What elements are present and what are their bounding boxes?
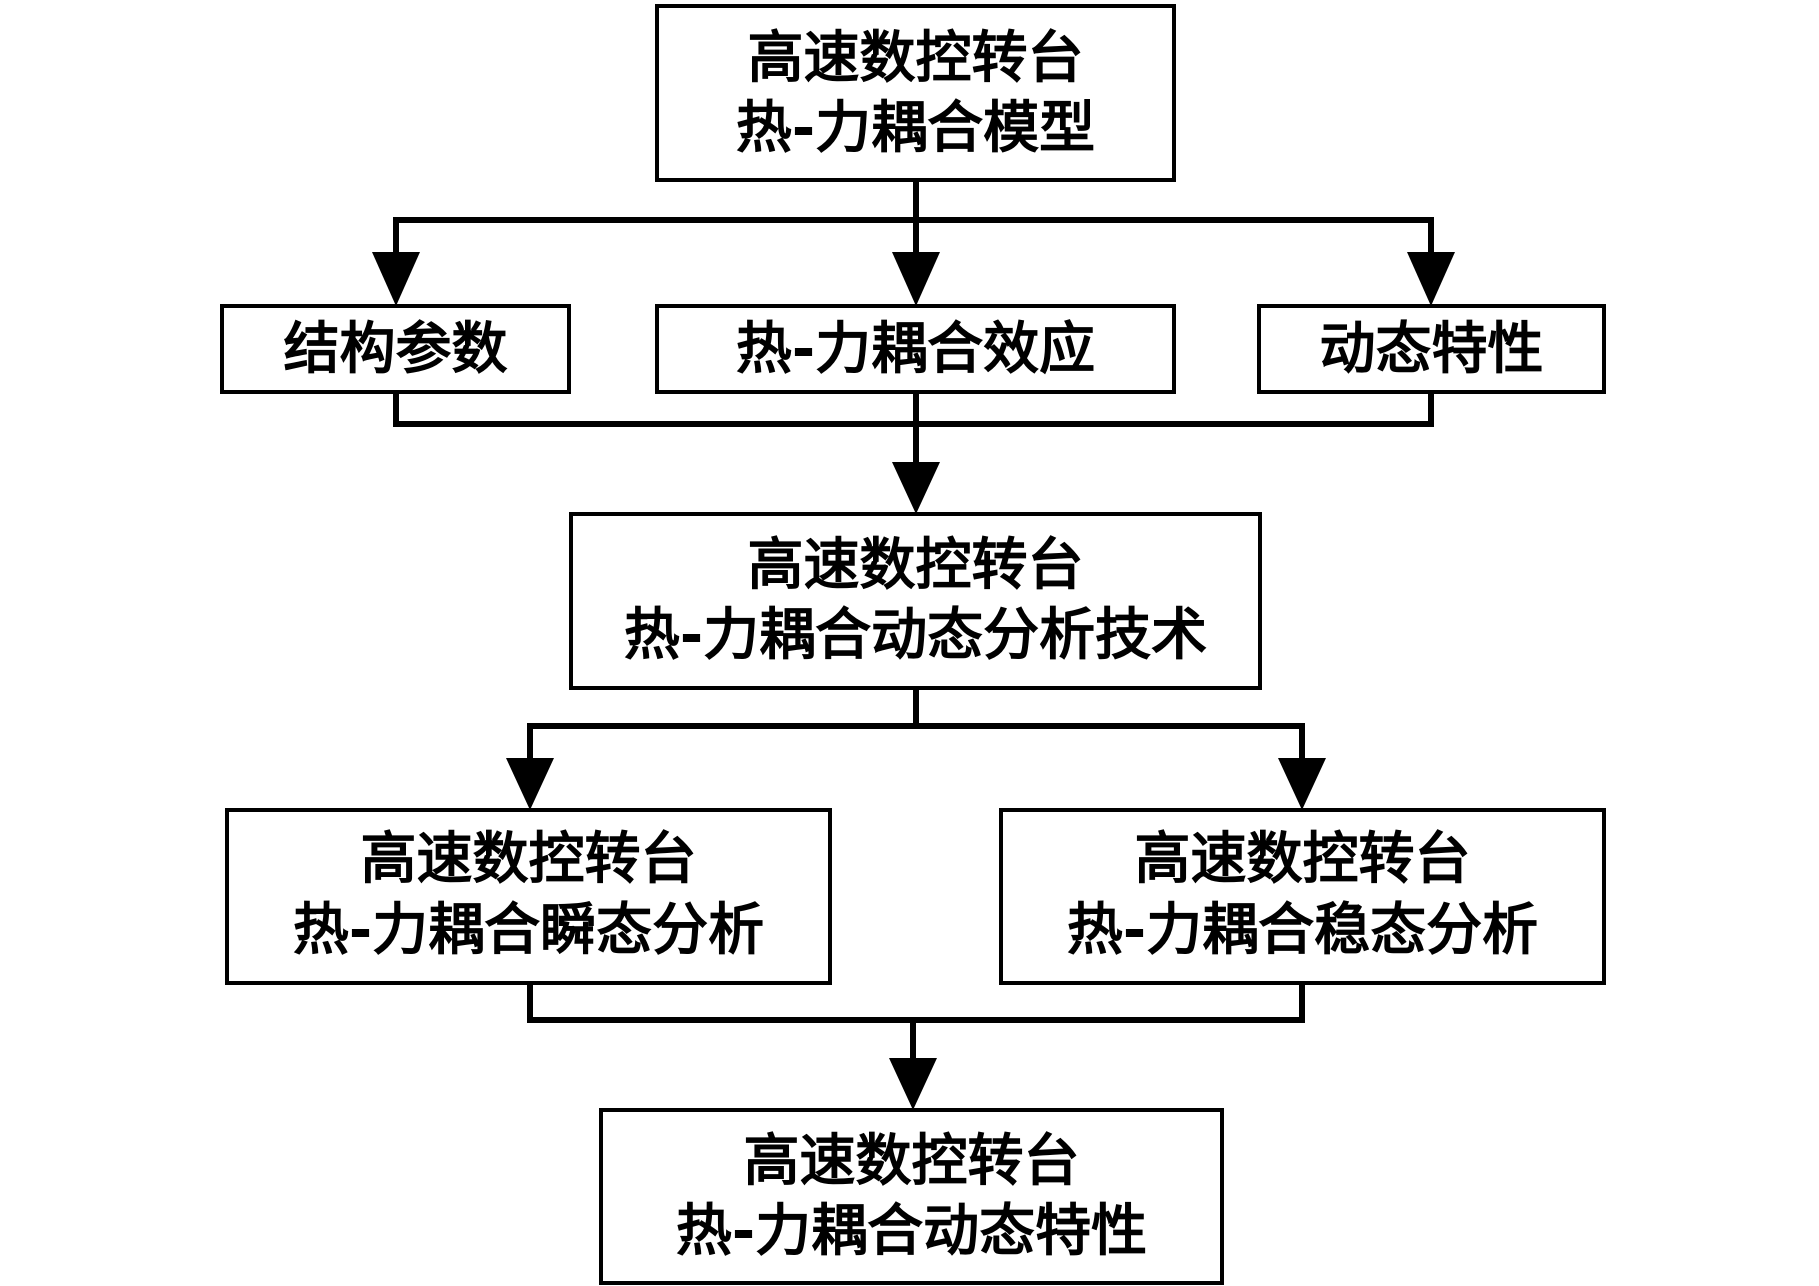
node-label-line1: 动态特性 (1320, 317, 1544, 382)
node-box (655, 4, 1176, 182)
arrowhead-dynamic (1407, 252, 1455, 306)
node-box (1257, 304, 1606, 394)
node-label-line1: 高速数控转台 (1135, 827, 1471, 892)
node-label-line1: 热-力耦合效应 (736, 317, 1095, 382)
node-transient-analysis: 高速数控转台 热-力耦合瞬态分析 (225, 808, 832, 985)
node-dynamic-characteristics: 动态特性 (1257, 304, 1606, 394)
arrowhead-steady (1278, 758, 1326, 810)
node-box (569, 512, 1262, 690)
node-box (599, 1108, 1224, 1285)
node-label-line1: 结构参数 (284, 317, 508, 382)
arrowhead-result (889, 1058, 937, 1110)
node-box (999, 808, 1606, 985)
node-steady-state-analysis: 高速数控转台 热-力耦合稳态分析 (999, 808, 1606, 985)
arrowhead-transient (506, 758, 554, 810)
arrowhead-technique (892, 462, 940, 514)
node-label-line2: 热-力耦合动态特性 (676, 1199, 1147, 1264)
node-thermal-mechanical-model: 高速数控转台 热-力耦合模型 (655, 4, 1176, 182)
node-coupling-effect: 热-力耦合效应 (655, 304, 1176, 394)
node-box (225, 808, 832, 985)
node-box (655, 304, 1176, 394)
node-dynamic-analysis-technique: 高速数控转台 热-力耦合动态分析技术 (569, 512, 1262, 690)
node-label-line1: 高速数控转台 (361, 827, 697, 892)
node-label-line1: 高速数控转台 (744, 1129, 1080, 1194)
node-label-line2: 热-力耦合动态分析技术 (624, 603, 1207, 668)
node-structure-parameters: 结构参数 (220, 304, 571, 394)
connectors (393, 177, 1434, 1069)
node-label-line2: 热-力耦合稳态分析 (1067, 898, 1538, 963)
node-label-line1: 高速数控转台 (748, 26, 1084, 91)
arrowhead-effect (892, 252, 940, 306)
node-label-line1: 高速数控转台 (748, 533, 1084, 598)
node-coupled-dynamic-characteristics: 高速数控转台 热-力耦合动态特性 (599, 1108, 1224, 1285)
arrowhead-structure (372, 252, 420, 306)
node-label-line2: 热-力耦合模型 (736, 96, 1095, 161)
node-label-line2: 热-力耦合瞬态分析 (293, 898, 764, 963)
arrowheads (372, 252, 1455, 1110)
node-box (220, 304, 571, 394)
